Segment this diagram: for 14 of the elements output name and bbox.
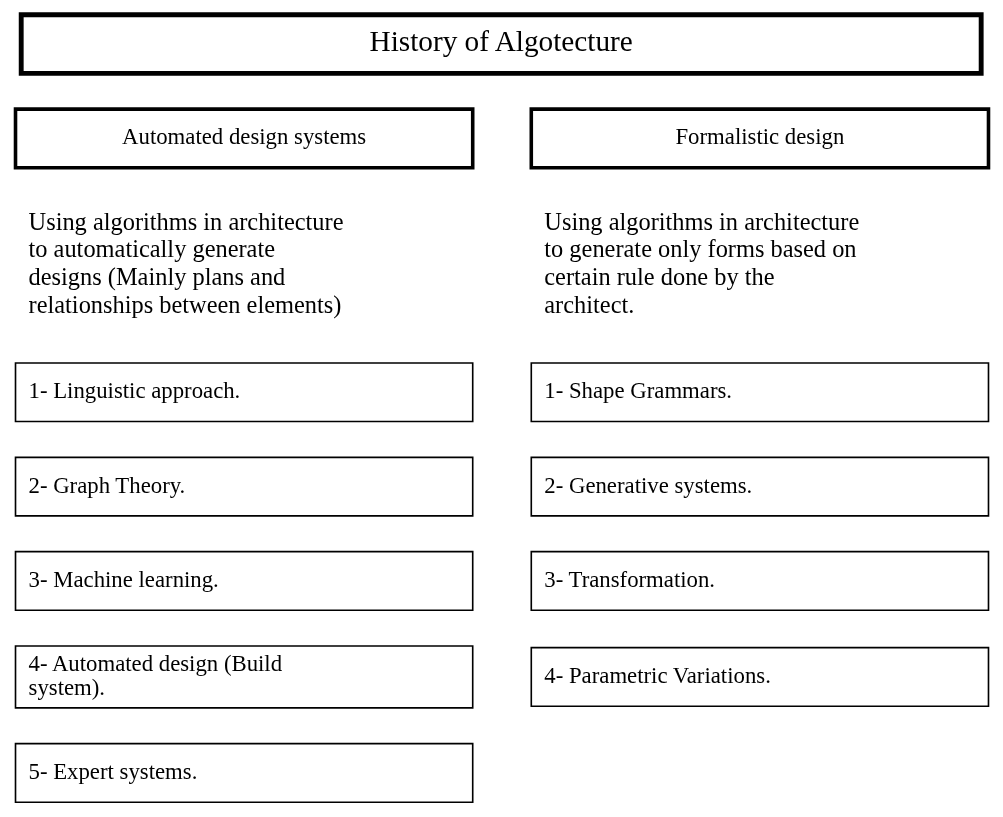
node-box: History of Algotecture — [18, 12, 984, 76]
node-box: 1- Shape Grammars. — [529, 362, 989, 423]
node-box: 4- Parametric Variations. — [529, 646, 989, 708]
label: Using algorithms in architecture to generate only forms based on certain rule done by the architect. — [543, 207, 859, 318]
node-box: 4- Automated design (Build system). — [14, 645, 474, 709]
node-box: Automated design systems — [13, 107, 474, 170]
node-box: 5- Expert systems. — [14, 742, 474, 804]
node-box: 2- Graph Theory. — [14, 456, 474, 517]
label: Using algorithms in architecture to automatically generate designs (Mainly plans and relationships between elements) — [28, 207, 343, 318]
node-box: Formalistic design — [529, 107, 990, 170]
node-box: 3- Transformation. — [529, 550, 989, 612]
node-box: 1- Linguistic approach. — [14, 362, 474, 423]
node-box: 3- Machine learning. — [14, 550, 474, 612]
node-box: 2- Generative systems. — [529, 456, 989, 517]
